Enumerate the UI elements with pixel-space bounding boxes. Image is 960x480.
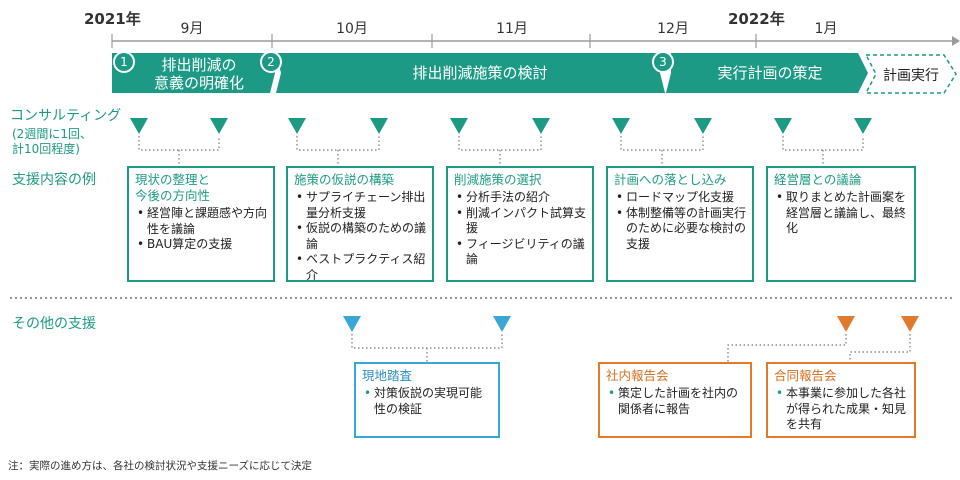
support-box-5-title: 経営層との議論 xyxy=(774,172,862,187)
internal-report-box: 社内報告会 策定した計画を社内の関係者に報告 xyxy=(598,362,752,438)
month-label-oct: 10月 xyxy=(336,21,368,37)
year-label-2021: 2021年 xyxy=(84,10,141,28)
consulting-marker xyxy=(288,118,306,134)
phase-1-bar xyxy=(112,53,275,93)
consulting-marker xyxy=(130,118,148,134)
site-survey-box: 現地踏査 対策仮説の実現可能性の検証 xyxy=(354,362,500,438)
support-box-3-item: 分析手法の紹介 xyxy=(454,190,586,206)
site-survey-title: 現地踏査 xyxy=(362,368,413,383)
consulting-connectors xyxy=(138,136,864,166)
consulting-markers xyxy=(130,118,872,134)
support-box-3-title: 削減施策の選択 xyxy=(454,172,542,187)
consulting-note-1: (2週間に1回、 xyxy=(12,127,92,141)
support-box-3: 削減施策の選択 分析手法の紹介 削減インパクト試算支援 フィージビリティの議論 xyxy=(446,166,594,282)
phase-number-1: 1 xyxy=(113,51,135,73)
support-box-1-title-2: 今後の方向性 xyxy=(135,188,211,203)
support-box-5-item: 取りまとめた計画案を経営層と議論し、最終化 xyxy=(774,190,908,237)
support-box-5: 経営層との議論 取りまとめた計画案を経営層と議論し、最終化 xyxy=(766,166,916,282)
phase-1-label: 排出削減の 意義の明確化 xyxy=(134,56,264,92)
phase-3-label: 実行計画の策定 xyxy=(717,64,823,82)
consulting-marker xyxy=(854,118,872,134)
support-examples-label: 支援内容の例 xyxy=(12,172,96,188)
support-box-3-item: フィージビリティの議論 xyxy=(454,237,586,268)
other-connectors xyxy=(351,334,911,362)
orange-marker xyxy=(837,316,855,332)
support-box-1: 現状の整理と 今後の方向性 経営陣と課題感や方向性を議論 BAU算定の支援 xyxy=(127,166,275,282)
consulting-note-2: 計10回程度) xyxy=(12,142,80,156)
support-box-2-item: ベストプラクティス紹介 xyxy=(294,252,426,283)
consulting-marker xyxy=(450,118,468,134)
support-box-4: 計画への落とし込み ロードマップ化支援 体制整備等の計画実行のために必要な検討の… xyxy=(606,166,754,282)
consulting-marker xyxy=(532,118,550,134)
consulting-label: コンサルティング xyxy=(10,108,122,124)
phase-1-line1: 排出削減の xyxy=(161,56,237,74)
blue-marker xyxy=(493,316,511,332)
phase-3-bar xyxy=(666,53,868,93)
consulting-marker xyxy=(612,118,630,134)
final-phase-outline xyxy=(864,54,957,94)
phase-number-3: 3 xyxy=(652,51,674,73)
year-label-2022: 2022年 xyxy=(728,10,785,28)
support-box-1-title-1: 現状の整理と xyxy=(135,172,211,187)
timeline-arrow-head xyxy=(952,36,960,46)
support-box-1-item: 経営陣と課題感や方向性を議論 xyxy=(135,206,267,237)
consulting-marker xyxy=(370,118,388,134)
support-box-1-item: BAU算定の支援 xyxy=(135,237,267,253)
support-box-4-item: ロードマップ化支援 xyxy=(614,190,746,206)
internal-report-title: 社内報告会 xyxy=(606,368,669,383)
joint-report-title: 合同報告会 xyxy=(774,368,837,383)
phase-1-line2: 意義の明確化 xyxy=(153,74,244,92)
support-box-2-item: 仮説の構築のための議論 xyxy=(294,221,426,252)
month-label-dec: 12月 xyxy=(657,21,689,37)
support-box-2-title: 施策の仮説の構築 xyxy=(294,172,395,187)
joint-report-item: 本事業に参加した各社が得られた成果・知見を共有 xyxy=(774,386,908,433)
support-box-3-item: 削減インパクト試算支援 xyxy=(454,206,586,237)
site-survey-item: 対策仮説の実現可能性の検証 xyxy=(362,386,492,417)
phase-2-bar xyxy=(276,53,665,93)
phase-number-2: 2 xyxy=(260,51,282,73)
other-support-label: その他の支援 xyxy=(12,316,96,332)
internal-report-item: 策定した計画を社内の関係者に報告 xyxy=(606,386,744,417)
month-label-nov: 11月 xyxy=(496,21,528,37)
month-label-jan: 1月 xyxy=(814,21,838,37)
orange-marker xyxy=(901,316,919,332)
support-box-4-item: 体制整備等の計画実行のために必要な検討の支援 xyxy=(614,206,746,253)
consulting-marker xyxy=(774,118,792,134)
support-box-2-item: サプライチェーン排出量分析支援 xyxy=(294,190,426,221)
final-phase-label: 計画実行 xyxy=(883,68,939,84)
consulting-marker xyxy=(210,118,228,134)
blue-marker xyxy=(343,316,361,332)
timeline-ticks xyxy=(111,34,757,48)
phase-2-label: 排出削減施策の検討 xyxy=(412,64,548,82)
support-box-4-title: 計画への落とし込み xyxy=(614,172,727,187)
footnote: 注：実際の進め方は、各社の検討状況や支援ニーズに応じて決定 xyxy=(8,460,312,472)
consulting-marker xyxy=(694,118,712,134)
joint-report-box: 合同報告会 本事業に参加した各社が得られた成果・知見を共有 xyxy=(766,362,916,438)
support-box-2: 施策の仮説の構築 サプライチェーン排出量分析支援 仮説の構築のための議論 ベスト… xyxy=(286,166,434,282)
month-label-sep: 9月 xyxy=(180,21,204,37)
